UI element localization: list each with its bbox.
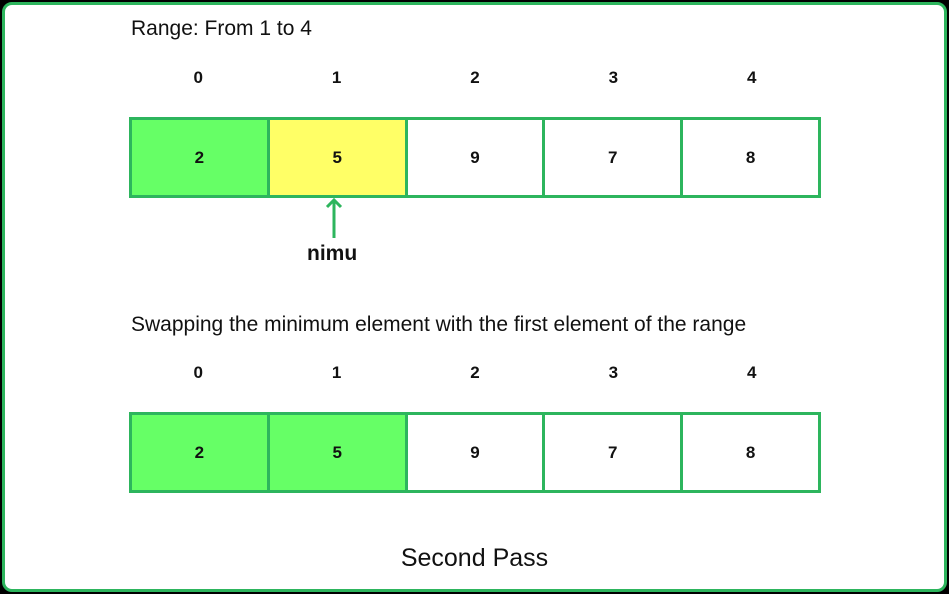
index-label: 1	[331, 68, 342, 87]
array-cell: 9	[404, 412, 546, 493]
array-cell: 2	[129, 412, 270, 493]
array-cell: 8	[680, 117, 821, 198]
index-label: 2	[470, 68, 480, 87]
array-after: 2 5 9 7 8	[129, 412, 821, 493]
swap-caption: Swapping the minimum element with the fi…	[131, 313, 747, 336]
min-marker-label: nimu	[307, 242, 358, 265]
index-label: 2	[470, 363, 480, 382]
array-cell: 8	[680, 412, 821, 493]
index-label: 4	[747, 68, 757, 87]
array-cell: 5	[266, 412, 408, 493]
array-cell-current-min: 5	[266, 117, 408, 198]
index-label: 4	[747, 363, 757, 382]
up-arrow-icon	[325, 197, 343, 238]
index-label: 1	[331, 363, 342, 382]
pass-caption: Second Pass	[400, 544, 549, 572]
index-row-before: 0 1 2 3 4	[129, 68, 821, 92]
array-cell: 7	[542, 117, 684, 198]
index-label: 3	[608, 68, 619, 87]
array-cell: 7	[542, 412, 684, 493]
index-label: 0	[193, 68, 203, 87]
array-cell: 2	[129, 117, 270, 198]
array-before: 2 5 9 7 8	[129, 117, 821, 198]
index-label: 3	[608, 363, 619, 382]
index-row-after: 0 1 2 3 4	[129, 363, 821, 387]
array-cell: 9	[404, 117, 546, 198]
range-caption: Range: From 1 to 4	[131, 17, 312, 40]
index-label: 0	[193, 363, 203, 382]
